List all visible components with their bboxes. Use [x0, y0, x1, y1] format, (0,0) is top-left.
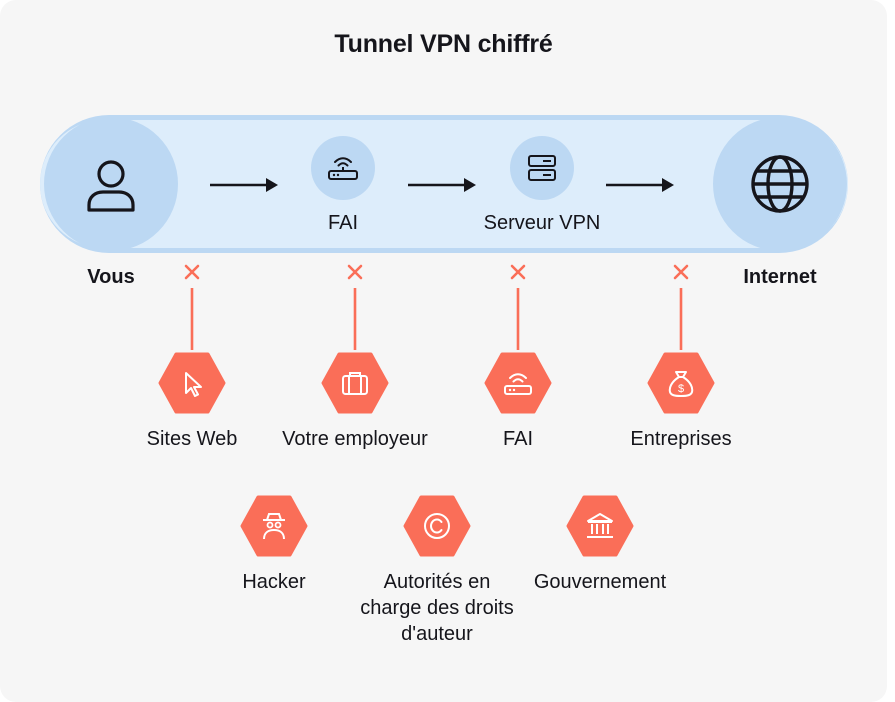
- websites-label: Sites Web: [146, 428, 238, 450]
- internet-endpoint: [713, 117, 847, 251]
- blocked-connector: [510, 264, 526, 350]
- copyright-icon: [424, 513, 450, 539]
- you-label: Vous: [87, 266, 135, 288]
- cursor-icon: [185, 372, 202, 397]
- employer-label: Votre employeur: [282, 428, 428, 450]
- router-icon: [504, 373, 532, 395]
- blocked-connector: [347, 264, 363, 350]
- user-icon: [87, 160, 135, 212]
- arrow-right-icon: [210, 178, 278, 192]
- vpn-server-node-label: Serveur VPN: [483, 212, 601, 234]
- websites-badge: [158, 352, 226, 414]
- globe-icon: [751, 155, 809, 213]
- companies-badge: $: [647, 352, 715, 414]
- government-building-icon: [587, 513, 613, 538]
- spy-icon: [263, 513, 285, 540]
- government-label: Gouvernement: [533, 571, 667, 593]
- hacker-label: Hacker: [242, 571, 306, 593]
- isp-node-label: FAI: [327, 212, 358, 234]
- svg-text:$: $: [678, 383, 684, 395]
- router-icon: [328, 157, 358, 180]
- isp-badge: [484, 352, 552, 414]
- diagram-title: Tunnel VPN chiffré: [334, 30, 553, 58]
- employer-badge: [321, 352, 389, 414]
- money-bag-icon: $: [668, 371, 694, 398]
- blocked-connector: [673, 264, 689, 350]
- vpn-server-node: [510, 136, 574, 200]
- arrow-right-icon: [606, 178, 674, 192]
- internet-label: Internet: [743, 266, 817, 288]
- server-icon: [528, 155, 556, 181]
- copyright-authorities-label: Autorités en charge des droits d'auteur: [360, 571, 514, 645]
- hacker-badge: [240, 495, 308, 557]
- copyright-badge: [403, 495, 471, 557]
- briefcase-icon: [342, 372, 368, 395]
- isp-node: [311, 136, 375, 200]
- arrow-right-icon: [408, 178, 476, 192]
- companies-label: Entreprises: [630, 428, 732, 450]
- blocked-connector: [184, 264, 200, 350]
- isp-label: FAI: [502, 428, 533, 450]
- government-badge: [566, 495, 634, 557]
- you-endpoint: [44, 117, 178, 251]
